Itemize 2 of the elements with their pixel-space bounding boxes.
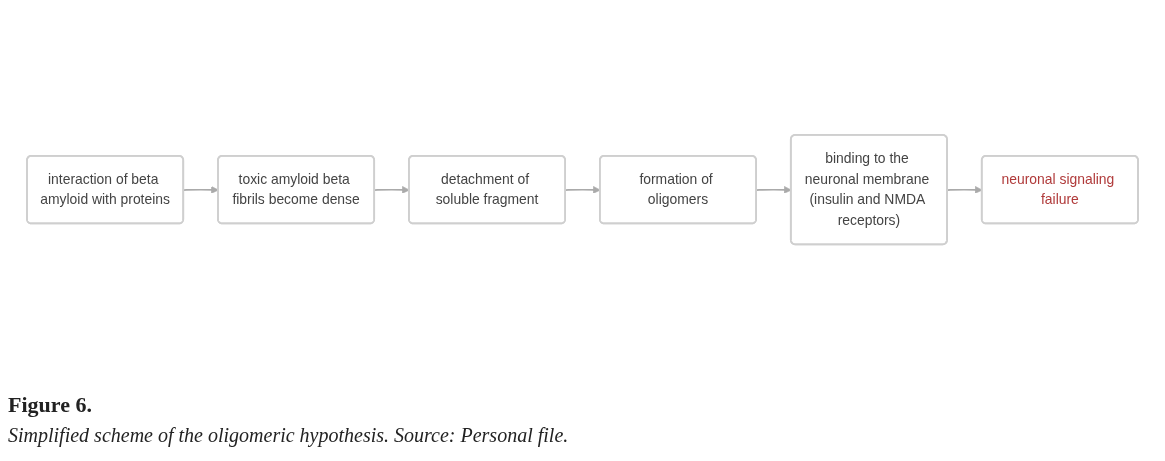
- figure-caption: Simplified scheme of the oligomeric hypothesis. Source: Personal file.: [8, 424, 569, 447]
- figure-title: Figure 6.: [8, 392, 92, 418]
